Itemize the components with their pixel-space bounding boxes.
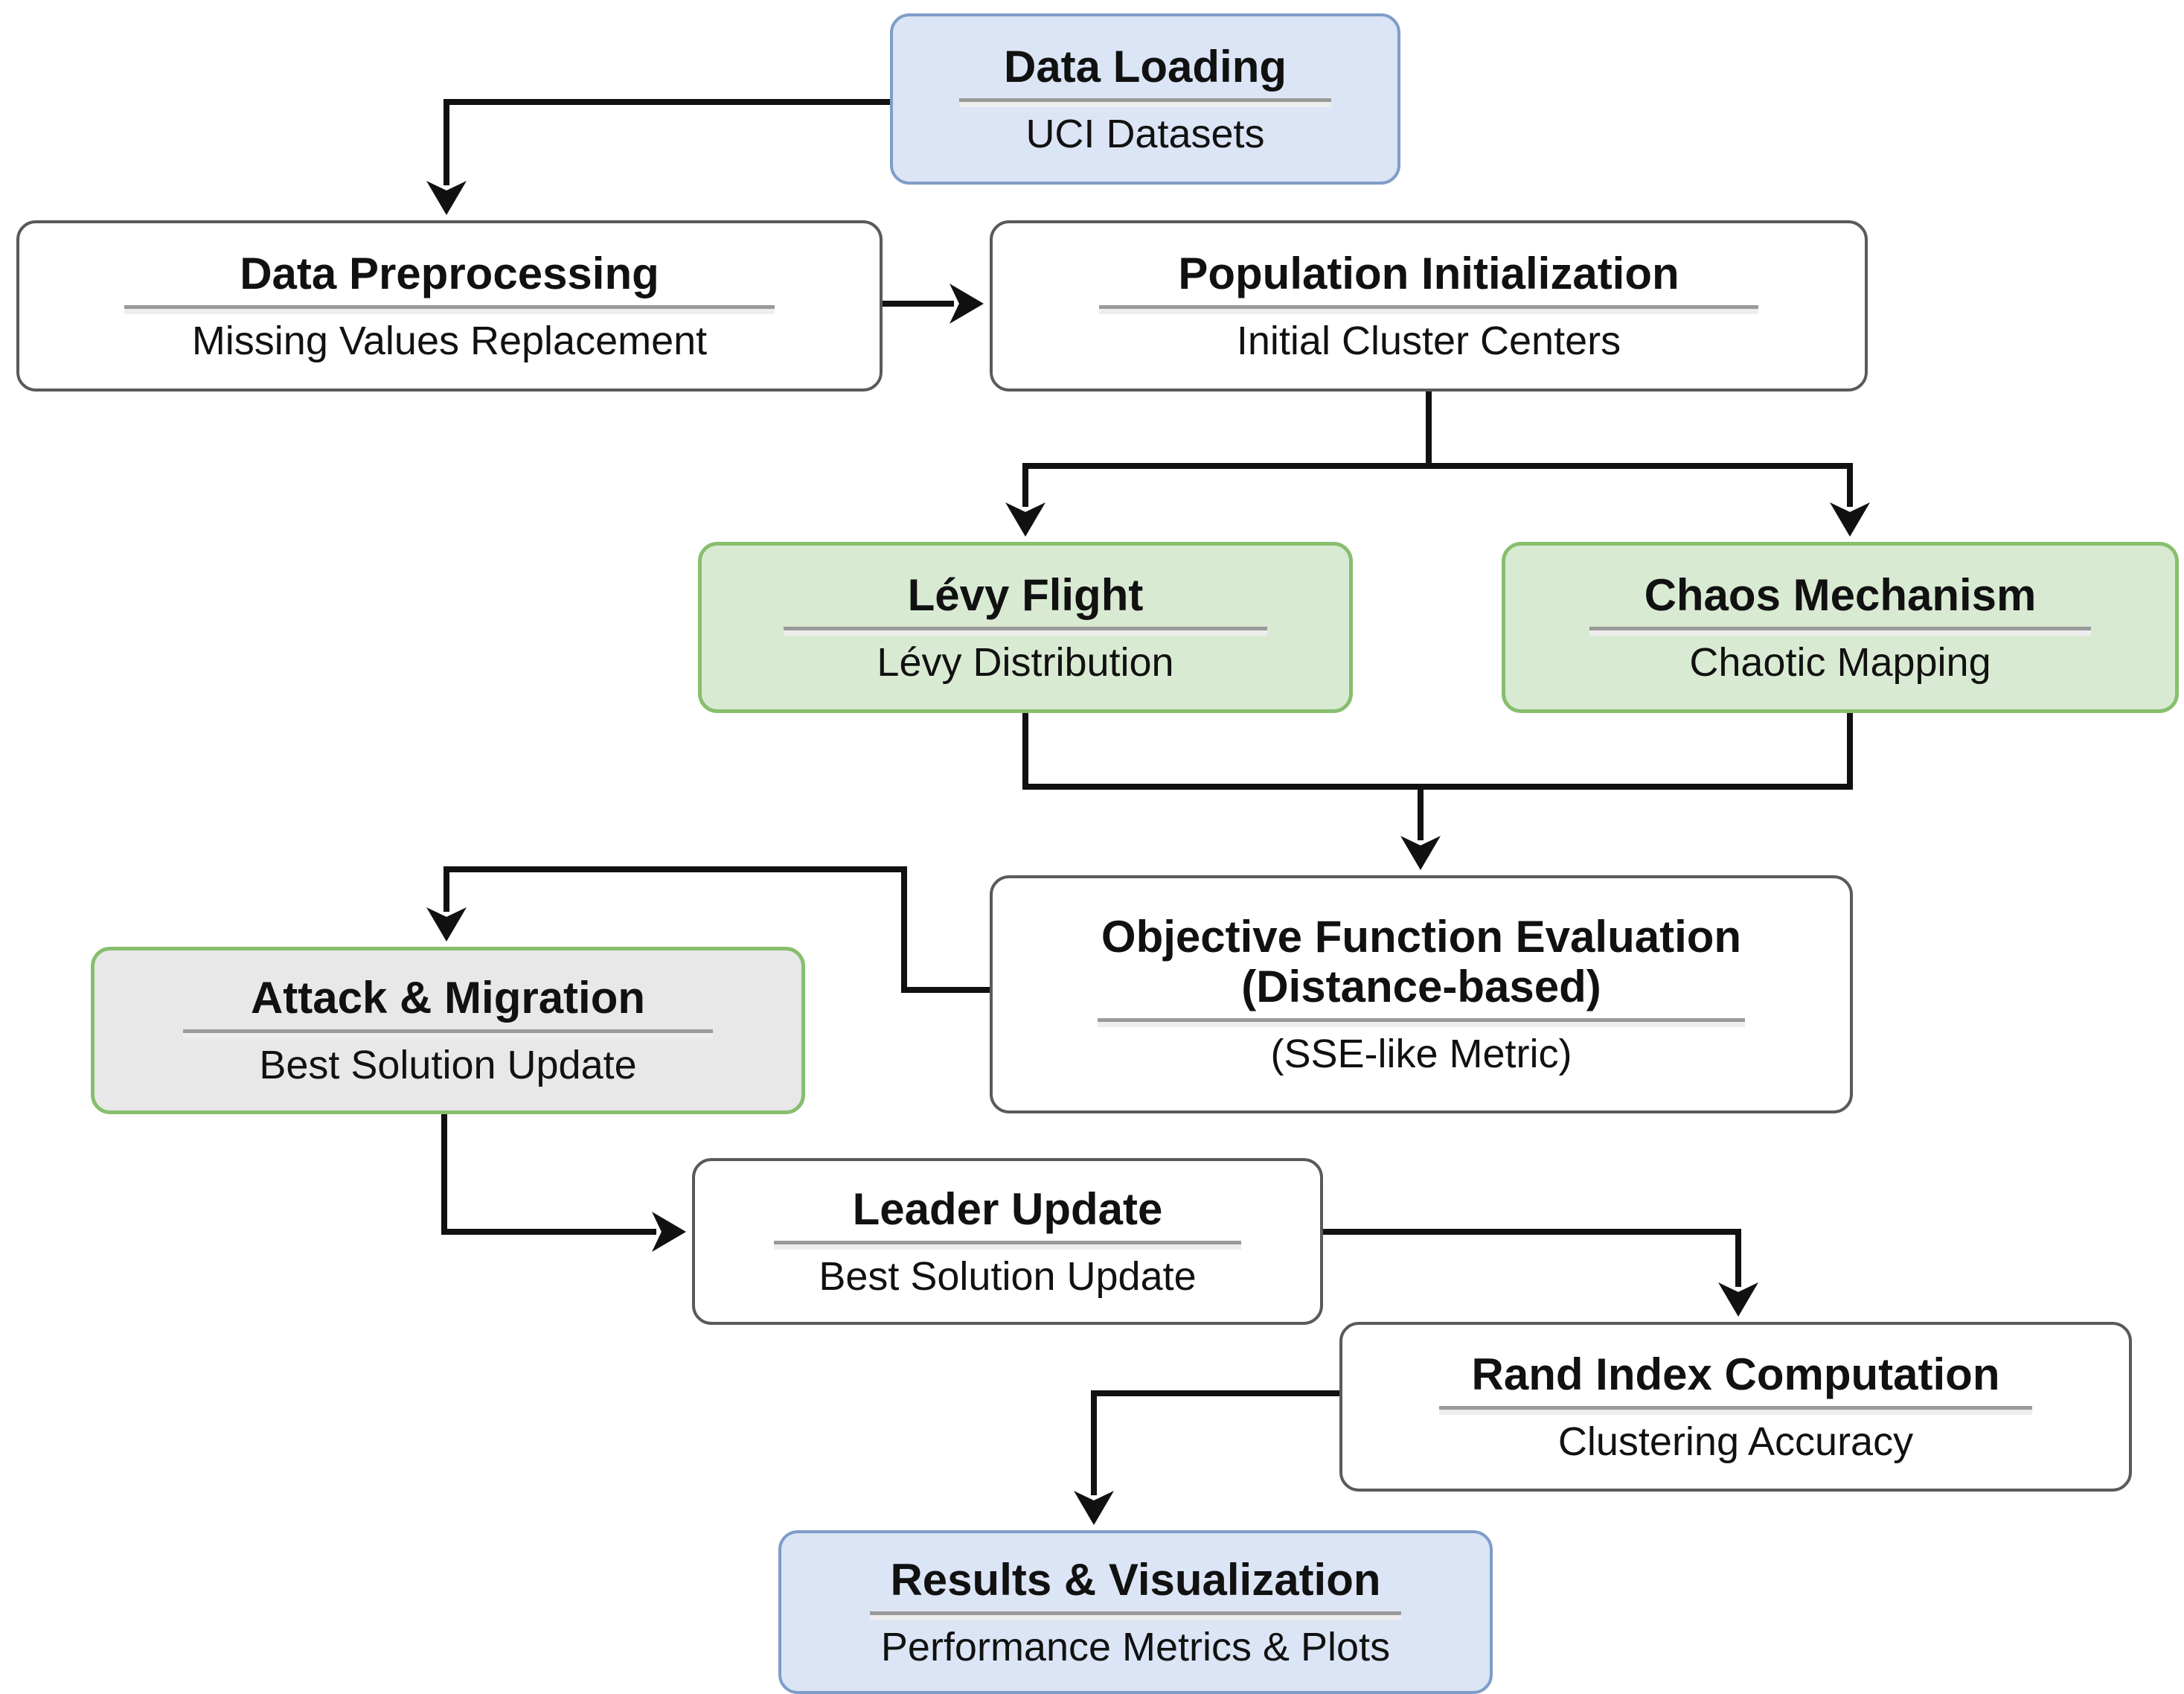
node-subtitle: Missing Values Replacement [191, 318, 708, 363]
node-subtitle: (SSE-like Metric) [1270, 1032, 1572, 1077]
edge-attack-to-leader [441, 1114, 686, 1252]
node-divider [1589, 626, 2091, 636]
node-subtitle: Lévy Distribution [877, 639, 1174, 685]
node-title: Population Initialization [1178, 248, 1679, 298]
node-objective-function-evaluation[interactable]: Objective Function Evaluation (Distance-… [990, 875, 1853, 1113]
node-title: Results & Visualization [890, 1554, 1381, 1605]
node-subtitle: Best Solution Update [259, 1043, 637, 1088]
node-title: Chaos Mechanism [1644, 569, 2037, 620]
node-divider [1098, 304, 1759, 314]
edge-rand-to-results [1074, 1390, 1339, 1525]
node-subtitle: Chaotic Mapping [1689, 639, 1991, 685]
node-title: Data Loading [1003, 41, 1287, 92]
node-subtitle: UCI Datasets [1025, 111, 1265, 156]
edge-preprocessing-to-population [883, 284, 984, 324]
node-title: Data Preprocessing [240, 248, 659, 298]
node-divider [783, 626, 1268, 636]
node-divider [958, 98, 1332, 107]
node-divider [124, 304, 775, 314]
node-title: Attack & Migration [250, 973, 646, 1023]
node-subtitle: Initial Cluster Centers [1236, 318, 1621, 363]
edge-population-to-levy [1005, 391, 1432, 537]
node-title: Rand Index Computation [1471, 1349, 2000, 1399]
node-title: Leader Update [852, 1183, 1163, 1234]
edge-objective-to-attack [426, 866, 990, 993]
node-divider [182, 1029, 714, 1039]
edge-loading-to-preprocessing [426, 99, 890, 215]
edge-levy-to-objective [1022, 713, 1441, 870]
node-divider [869, 1611, 1402, 1620]
node-subtitle: Performance Metrics & Plots [880, 1624, 1391, 1669]
edge-population-to-chaos [1426, 391, 1870, 537]
node-title: Lévy Flight [907, 569, 1144, 620]
node-divider [1097, 1018, 1746, 1028]
node-divider [1439, 1405, 2032, 1415]
node-subtitle: Best Solution Update [819, 1253, 1197, 1299]
edge-chaos-to-objective [1421, 713, 1853, 790]
edge-leader-to-rand [1323, 1229, 1758, 1317]
node-title: Objective Function Evaluation (Distance-… [1101, 912, 1742, 1012]
node-divider [774, 1240, 1241, 1250]
node-subtitle: Clustering Accuracy [1557, 1419, 1914, 1464]
